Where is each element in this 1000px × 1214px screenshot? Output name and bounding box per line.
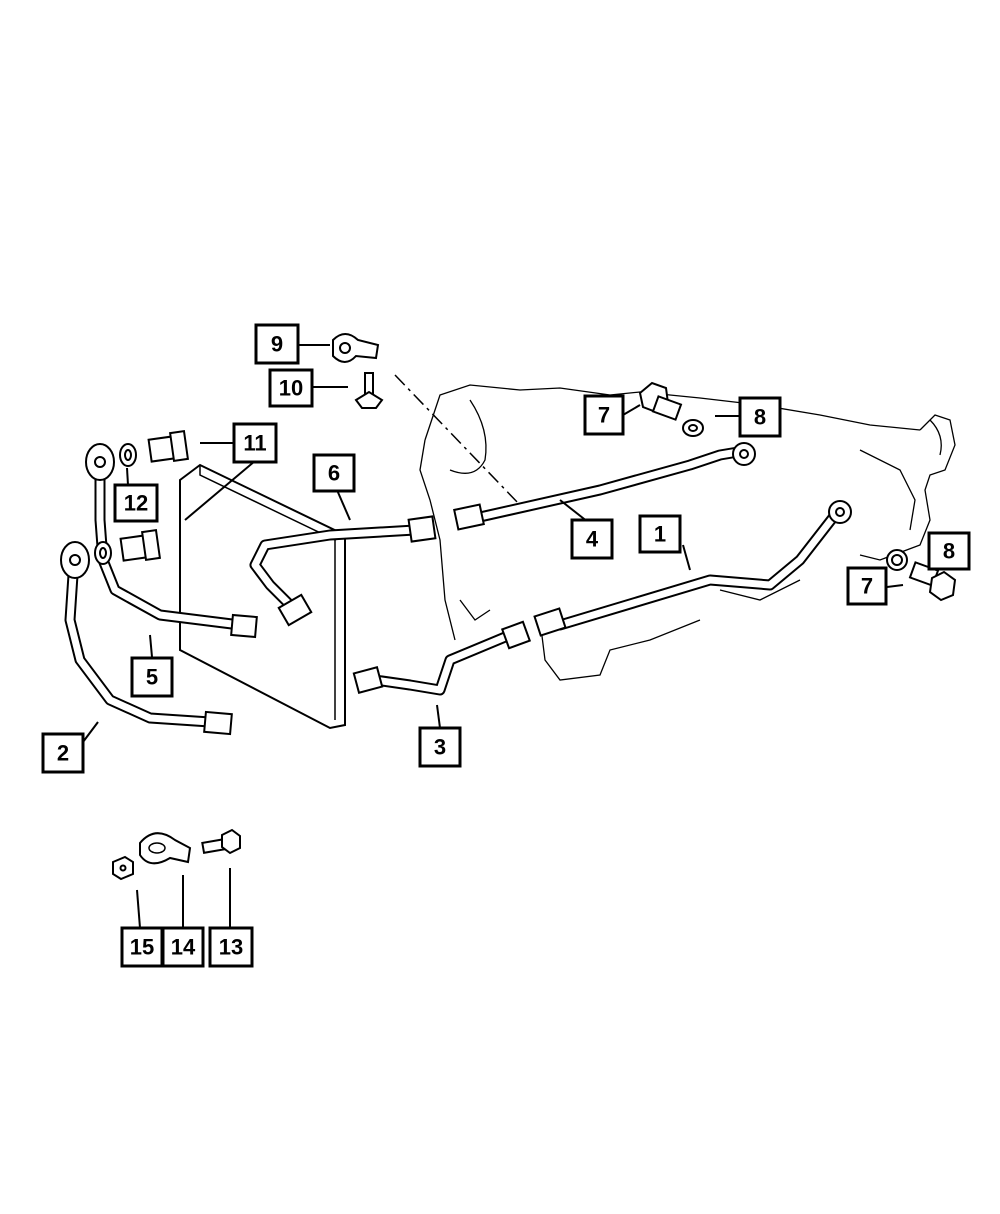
callout-12-label: 12 xyxy=(124,491,148,516)
callout-5-label: 5 xyxy=(146,665,158,690)
push-pin-10 xyxy=(354,372,384,409)
callout-14-label: 14 xyxy=(171,935,196,960)
cooler-line-3 xyxy=(352,620,532,696)
radiator-core xyxy=(179,463,346,730)
banjo-bolt-12-lower xyxy=(119,529,162,562)
callout-12: 12 xyxy=(113,483,159,523)
callout-9: 9 xyxy=(254,323,300,365)
callout-8-right: 8 xyxy=(927,531,971,571)
washer-7-right xyxy=(886,549,908,571)
bolt-13 xyxy=(201,828,241,855)
callout-3: 3 xyxy=(418,726,462,768)
callout-8-upper-label: 8 xyxy=(754,405,766,430)
callout-4-label: 4 xyxy=(586,527,599,552)
callout-4: 4 xyxy=(570,518,614,560)
callout-14: 14 xyxy=(161,926,205,968)
callout-7-upper-label: 7 xyxy=(598,403,610,428)
callout-2-label: 2 xyxy=(57,741,69,766)
banjo-bolt-12-upper xyxy=(147,430,190,463)
washer-12-upper xyxy=(119,443,137,467)
callout-11: 11 xyxy=(232,422,278,464)
cooler-line-6 xyxy=(249,515,437,627)
leader-lines xyxy=(82,344,941,929)
washer-8-upper xyxy=(682,419,704,437)
cooler-hose-5 xyxy=(85,443,258,639)
callout-15-label: 15 xyxy=(130,935,154,960)
callout-15: 15 xyxy=(120,926,164,968)
callout-8-upper: 8 xyxy=(738,396,782,438)
banjo-bolt-7-upper xyxy=(638,381,683,421)
callout-5: 5 xyxy=(130,656,174,698)
washer-12-lower xyxy=(94,541,112,565)
callout-8-right-label: 8 xyxy=(943,539,955,564)
callout-13: 13 xyxy=(208,926,254,968)
transmission-outline xyxy=(394,374,956,681)
callout-9-label: 9 xyxy=(271,332,283,357)
cooler-line-1 xyxy=(533,500,852,637)
callout-3-label: 3 xyxy=(434,735,446,760)
callout-10: 10 xyxy=(268,368,314,408)
clip-9 xyxy=(332,333,380,363)
callout-6-label: 6 xyxy=(328,461,340,486)
clamp-14 xyxy=(139,832,192,865)
callout-11-label: 11 xyxy=(243,431,266,456)
callout-10-label: 10 xyxy=(279,376,303,401)
callout-7-right-label: 7 xyxy=(861,574,873,599)
callout-1-label: 1 xyxy=(654,522,666,547)
nut-15 xyxy=(112,855,134,881)
callout-1: 1 xyxy=(638,514,682,554)
callout-13-label: 13 xyxy=(219,935,243,960)
cooler-line-4 xyxy=(453,442,756,531)
callout-7-right: 7 xyxy=(846,566,888,606)
callout-7-upper: 7 xyxy=(583,394,625,436)
callout-2: 2 xyxy=(41,732,85,774)
cooler-hose-2 xyxy=(60,541,233,736)
callout-6: 6 xyxy=(312,453,356,493)
